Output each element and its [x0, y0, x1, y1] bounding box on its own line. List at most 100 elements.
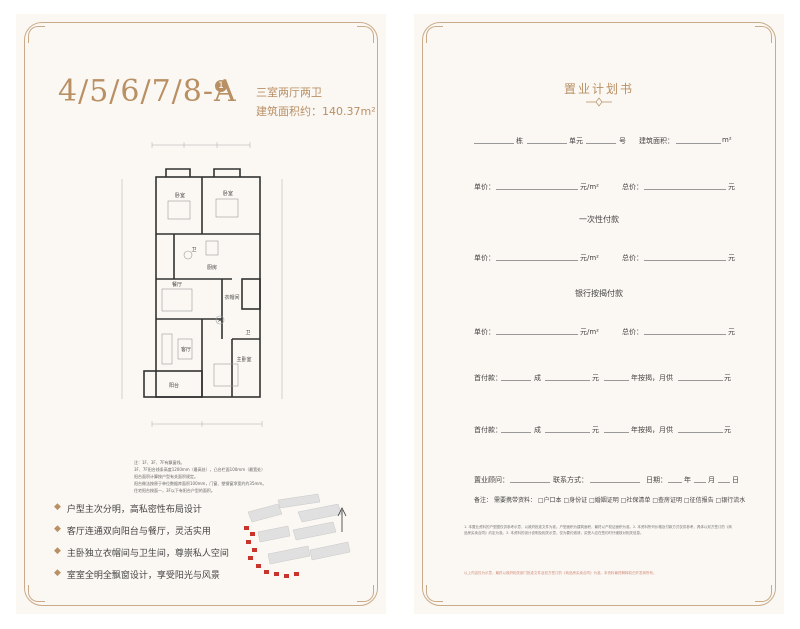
cash-total-price-field[interactable] [644, 260, 726, 261]
building-field[interactable] [474, 143, 514, 144]
date-year-field[interactable] [668, 482, 682, 483]
unit-model-title: 4/5/6/7/8-A [58, 74, 237, 109]
field-label: 单元 [569, 137, 583, 145]
title-ornament-icon [586, 97, 612, 107]
date-month-field[interactable] [694, 482, 706, 483]
down-amount-field-2[interactable] [545, 432, 590, 433]
doc-option: 婚姻证明 [594, 497, 619, 504]
plan-label: 衣帽间 [224, 294, 239, 301]
doc-option: 身份证 [569, 497, 588, 504]
loan-years-field-2[interactable] [604, 432, 629, 433]
unit-model-badge: 1 [215, 80, 227, 92]
doc-checkbox[interactable]: □身份证 [563, 497, 588, 504]
field-label: 置业顾问： [474, 476, 509, 484]
field-label: 年 [684, 476, 691, 484]
doc-checkbox[interactable]: □户口本 [537, 497, 562, 504]
feature-text: 主卧独立衣帽间与卫生间，尊崇私人空间 [66, 549, 229, 559]
field-label: 元 [728, 183, 735, 191]
footnote-text: 以上内容仅为示意，最终以政府相关部门批准文件及双方签订的《商品房买卖合同》为准。… [464, 571, 657, 575]
corner-ornament [426, 585, 443, 602]
doc-checkbox[interactable]: □征信报告 [683, 497, 714, 504]
feature-text: 室室全明全飘窗设计，享受阳光与风景 [66, 571, 220, 581]
site-map-image [244, 493, 351, 578]
feature-text: 户型主次分明，高私密性布局设计 [66, 505, 202, 515]
area-text: 建筑面积约：140.37m² [256, 105, 376, 118]
page-frame [422, 22, 776, 606]
feature-item: ◆ 客厅连通双向阳台与餐厅，灵活实用 [54, 524, 229, 546]
field-label: 首付款： [474, 374, 502, 382]
doc-checkbox[interactable]: □银行流水 [715, 497, 746, 504]
doc-checkbox[interactable]: □查房证明 [652, 497, 682, 504]
diamond-bullet-icon: ◆ [54, 568, 61, 578]
feature-text: 客厅连通双向阳台与餐厅，灵活实用 [66, 527, 211, 537]
doc-option: 查房证明 [657, 497, 682, 504]
corner-ornament [357, 585, 374, 602]
date-day-field[interactable] [718, 482, 730, 483]
diamond-bullet-icon: ◆ [54, 524, 61, 534]
disclaimer-text: 1. 本置业资料的户型图仅供参考示意，以政府批准文件为准。户型面积为建筑面积，最… [464, 525, 732, 535]
field-label: 元 [728, 328, 735, 336]
field-label: 年按揭，月供 [631, 374, 673, 382]
diamond-bullet-icon: ◆ [54, 546, 61, 556]
down-percent-field-2[interactable] [501, 432, 531, 433]
doc-option: 征信报告 [689, 497, 714, 504]
field-label: m² [722, 136, 732, 144]
note-line: 住宅阳台按面一，3F以下有阳台户型的面积。 [134, 488, 215, 493]
note-line: 注：1F、3F、7F有飘窗线。 [134, 460, 185, 465]
loan-unit-price-field[interactable] [496, 334, 578, 335]
field-label: 元 [592, 426, 599, 434]
loan-total-price-field[interactable] [644, 334, 726, 335]
plan-label: 主卧室 [236, 356, 251, 363]
cash-unit-price-field[interactable] [496, 260, 578, 261]
field-label: 元 [592, 374, 599, 382]
monthly-payment-field-2[interactable] [678, 432, 723, 433]
area-field[interactable] [676, 143, 721, 144]
loan-years-field[interactable] [604, 380, 629, 381]
field-label: 首付款： [474, 426, 502, 434]
field-label: 总价： [622, 254, 643, 262]
field-label: 单价： [474, 254, 495, 262]
field-label: 日 [732, 476, 739, 484]
floor-plan: 卧室 卧室 卫 厨房 餐厅 衣帽间 A 客厅 卫 主卧室 阳台 [121, 142, 283, 427]
field-label: 成 [534, 426, 541, 434]
field-label: 成 [534, 374, 541, 382]
note-line: 3F、7F阳台线条高度1200mm（最高处），凸台栏面100mm（最宽处） [134, 467, 266, 472]
phone-field[interactable] [590, 482, 640, 483]
doc-checkbox[interactable]: □婚姻证明 [589, 497, 619, 504]
feature-list: ◆户型主次分明，高私密性布局设计 ◆客厅连通双向阳台与餐厅，灵活实用 ◆主卧独立… [54, 502, 229, 590]
down-amount-field[interactable] [545, 380, 590, 381]
consultant-field[interactable] [510, 482, 550, 483]
remarks-row: 备注： 需要携带资料： □户口本 □身份证 □婚姻证明 □社保清单 □查房证明 … [474, 495, 745, 504]
room-field[interactable] [586, 143, 616, 144]
right-page: 置业计划书 栋 单元 号 建筑面积： m² 单价： 元/m² 总价： 元 一次性… [414, 14, 784, 614]
field-label: 号 [619, 137, 626, 145]
field-label: 建筑面积： [639, 137, 674, 145]
field-label: 总价： [622, 328, 643, 336]
doc-checkbox[interactable]: □社保清单 [620, 497, 651, 504]
field-label: 元/m² [580, 183, 599, 191]
corner-ornament [755, 26, 772, 43]
layout-text: 三室两厅两卫 [256, 86, 322, 99]
plan-label: A [218, 318, 222, 324]
plan-label: 卧室 [223, 190, 233, 197]
field-label: 元 [728, 254, 735, 262]
remarks-label: 备注： [474, 497, 493, 504]
feature-item: ◆户型主次分明，高私密性布局设计 [54, 502, 229, 524]
left-page: 4/5/6/7/8-A 1 三室两厅两卫 建筑面积约：140.37m² [16, 14, 386, 614]
down-percent-field[interactable] [501, 380, 531, 381]
unit-price-field[interactable] [496, 189, 578, 190]
field-label: 元 [724, 374, 731, 382]
unit-field[interactable] [527, 143, 567, 144]
plan-label: 餐厅 [172, 281, 182, 288]
note-line: 阳台做法按原于单位数据库面积100mm，门窗、塑钢窗净宽约约35mm。 [134, 481, 267, 486]
field-label: 月 [708, 476, 715, 484]
section-loan-payment: 银行按揭付款 [575, 289, 623, 298]
total-price-field[interactable] [644, 189, 726, 190]
corner-ornament [28, 585, 45, 602]
feature-item: ◆ 主卧独立衣帽间与卫生间，尊崇私人空间 [54, 546, 229, 568]
page-frame [24, 22, 378, 606]
plan-notes: 注：1F、3F、7F有飘窗线。 3F、7F阳台线条高度1200mm（最高处），凸… [134, 459, 334, 494]
monthly-payment-field[interactable] [678, 380, 723, 381]
documents-label: 需要携带资料： [493, 497, 536, 504]
field-label: 联系方式： [553, 476, 588, 484]
